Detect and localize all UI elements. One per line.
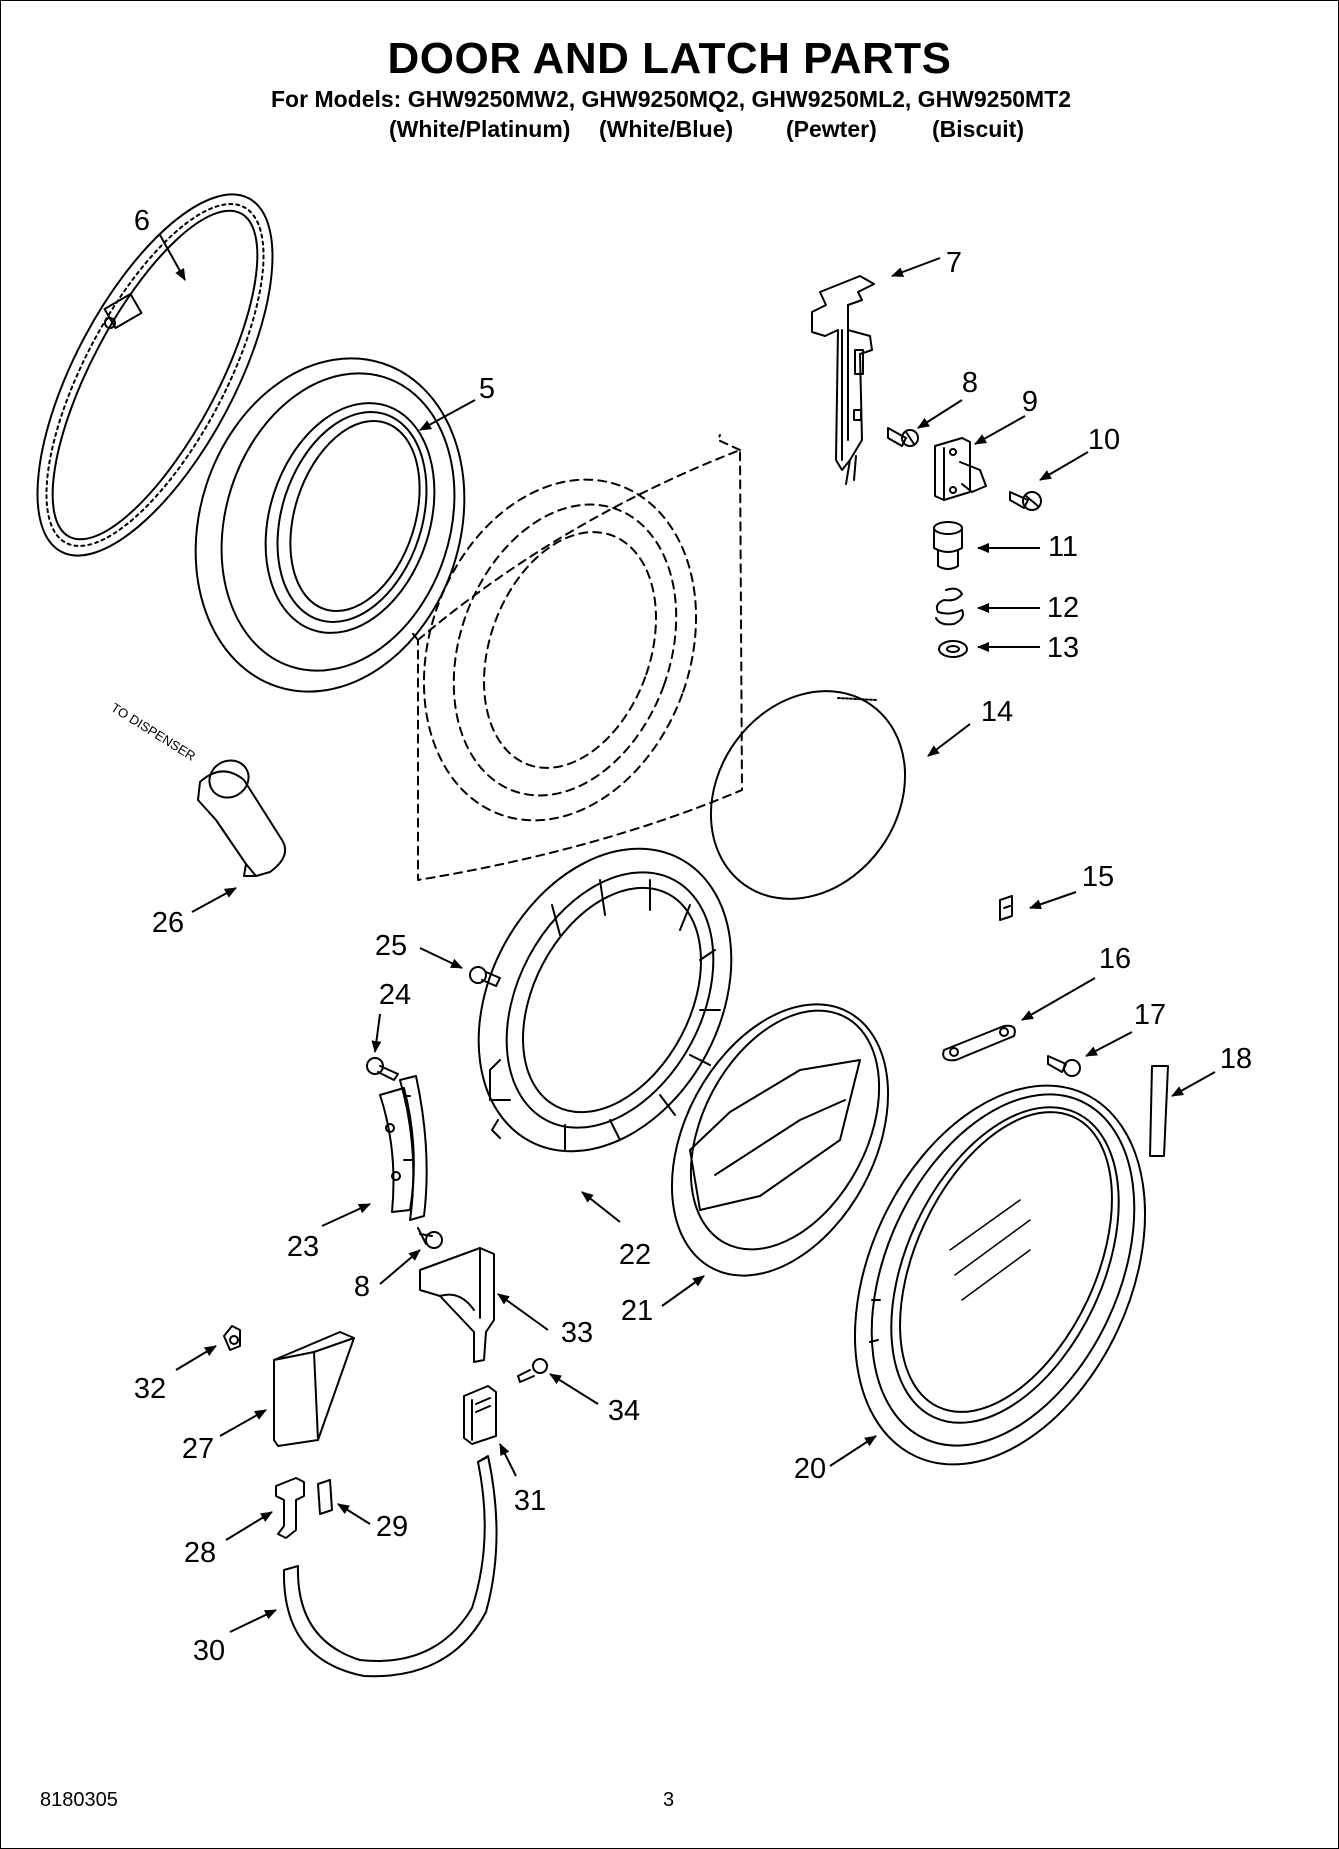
to-dispenser-note: TO DISPENSER	[108, 700, 198, 764]
leader-arrow-24	[371, 1013, 382, 1053]
callout-15: 15	[1082, 861, 1114, 893]
finish-label-white-blue: (White/Blue)	[599, 116, 734, 142]
finish-label-pewter: (Pewter)	[786, 116, 877, 142]
screw-part-17	[1047, 1055, 1081, 1077]
leader-arrow-15	[1029, 891, 1077, 910]
leader-arrow-8-bottom	[379, 1249, 421, 1285]
leader-arrow-27	[219, 1409, 267, 1437]
callout-34: 34	[608, 1395, 640, 1427]
front-panel-outline	[409, 434, 743, 881]
inner-door-frame-part	[477, 847, 733, 1153]
callout-33: 33	[561, 1317, 593, 1349]
callout-7: 7	[946, 247, 962, 279]
screw-part-34	[517, 1358, 548, 1383]
callout-29: 29	[376, 1511, 408, 1543]
callout-17: 17	[1134, 999, 1166, 1031]
leader-arrow-29	[337, 1503, 371, 1525]
callout-27: 27	[182, 1433, 214, 1465]
leader-arrow-30	[229, 1609, 277, 1633]
leader-arrow-5	[419, 399, 476, 431]
handle-housing-part	[419, 1247, 495, 1363]
strike-bracket-part	[934, 437, 987, 501]
small-plate-part	[317, 1479, 333, 1515]
strip-part	[1149, 1065, 1169, 1157]
leader-arrow-10	[1039, 451, 1089, 481]
leader-arrow-9	[974, 415, 1026, 445]
leader-arrow-32	[175, 1345, 217, 1371]
callout-26: 26	[152, 907, 184, 939]
door-glass-part	[670, 1003, 890, 1277]
leader-arrow-8-top	[917, 399, 963, 429]
screw-part-8-top	[887, 427, 919, 447]
callout-9: 9	[1022, 386, 1038, 418]
callout-10: 10	[1088, 424, 1120, 456]
callout-23: 23	[287, 1231, 319, 1263]
finish-label-white-platinum: (White/Platinum)	[389, 116, 571, 142]
leader-arrow-34	[549, 1373, 599, 1405]
handle-cover-part	[273, 1331, 355, 1447]
callout-20: 20	[794, 1453, 826, 1485]
leader-arrow-14	[927, 723, 971, 757]
nut-part	[223, 1325, 241, 1351]
leader-arrow-31	[499, 1443, 517, 1477]
callout-6: 6	[134, 205, 150, 237]
spring-part	[935, 587, 964, 626]
leader-arrow-28	[225, 1511, 273, 1541]
door-boot-part	[194, 357, 466, 693]
leader-arrow-21	[661, 1275, 705, 1307]
callout-12: 12	[1047, 592, 1079, 624]
callout-18: 18	[1220, 1043, 1252, 1075]
callout-31: 31	[514, 1485, 546, 1517]
hinge-plate-part	[942, 1024, 1016, 1062]
screw-part-25	[469, 966, 501, 987]
door-hinge-part	[379, 1075, 428, 1221]
leader-arrow-25	[419, 947, 463, 969]
callout-22: 22	[619, 1239, 651, 1271]
washer-part	[938, 640, 968, 658]
door-seal-part	[709, 690, 907, 900]
callout-13: 13	[1047, 632, 1079, 664]
latch-button-part	[463, 1385, 497, 1445]
clamp-ring-part	[36, 193, 274, 557]
screw-part-10	[1009, 491, 1042, 511]
page-title: DOOR AND LATCH PARTS	[387, 34, 952, 83]
callout-14: 14	[981, 696, 1013, 728]
curved-trim-part	[282, 1455, 498, 1678]
leader-arrow-18	[1171, 1071, 1216, 1097]
leader-arrow-16	[1021, 977, 1096, 1021]
leader-arrow-23	[321, 1203, 371, 1227]
page-number: 3	[663, 1789, 675, 1811]
leader-arrow-22	[581, 1191, 621, 1223]
callout-28: 28	[184, 1537, 216, 1569]
dispenser-hose-part	[197, 759, 286, 877]
callout-25: 25	[375, 930, 407, 962]
callout-11: 11	[1048, 531, 1078, 563]
leader-arrow-17	[1085, 1031, 1133, 1057]
document-number: 8180305	[40, 1789, 118, 1811]
callout-8-bottom: 8	[354, 1271, 370, 1303]
hook-part	[275, 1477, 305, 1539]
callout-16: 16	[1099, 943, 1131, 975]
leader-arrow-20	[829, 1435, 877, 1467]
outer-door-part	[853, 1084, 1147, 1466]
screw-part-24	[366, 1057, 399, 1081]
screw-part-8-bottom	[417, 1227, 443, 1249]
callout-30: 30	[193, 1635, 225, 1667]
finish-label-biscuit: (Biscuit)	[932, 116, 1024, 142]
models-line: For Models: GHW9250MW2, GHW9250MQ2, GHW9…	[271, 86, 1072, 112]
leader-arrow-6	[159, 234, 186, 281]
leader-arrow-33	[497, 1293, 549, 1331]
callout-32: 32	[134, 1373, 166, 1405]
callout-5: 5	[479, 373, 495, 405]
plunger-part	[933, 521, 963, 570]
leader-arrow-7	[891, 257, 941, 277]
leader-arrow-26	[191, 887, 237, 913]
latch-assembly-part	[811, 275, 875, 485]
clip-part	[999, 895, 1013, 921]
callout-8-top: 8	[962, 367, 978, 399]
callout-21: 21	[621, 1295, 653, 1327]
callout-24: 24	[379, 979, 411, 1011]
